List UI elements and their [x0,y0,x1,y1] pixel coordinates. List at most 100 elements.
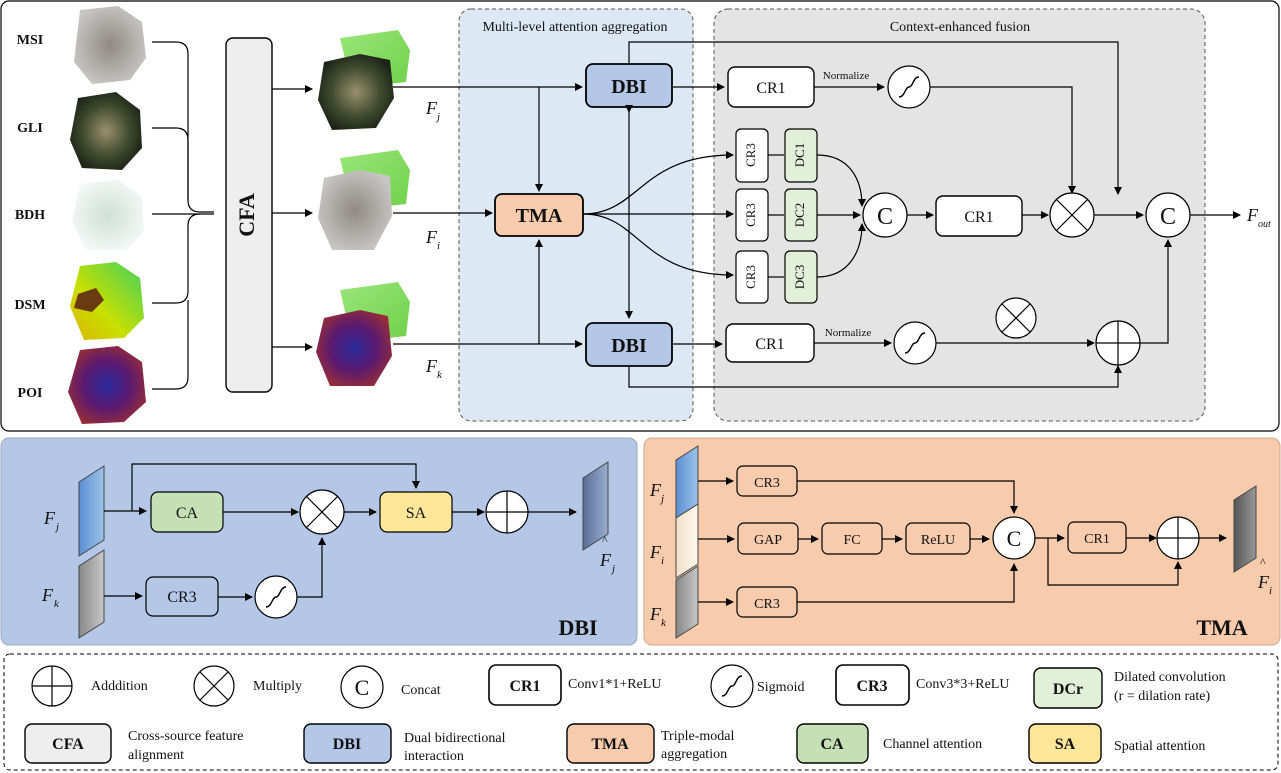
legend-multiply-label: Multiply [253,679,302,694]
legend-tma-key-label: TMA [591,736,629,753]
fi-label: F i [425,227,440,252]
tma-output-bar [1233,485,1257,573]
legend-sigmoid-label: Sigmoid [757,680,804,695]
legend-cr1-key [488,664,562,706]
svg-text:k: k [661,617,667,629]
input-label-poi: POI [18,386,43,401]
svg-text:F: F [649,542,662,562]
legend-addition-icon [31,665,73,707]
gli-image [70,92,142,170]
dc-label-2: DC2 [792,203,807,228]
dbi-output-label: ^ F j [599,533,615,575]
legend-dcr-key-label: DCr [1053,681,1083,698]
concat-1-label: C [877,204,893,230]
tma-cr3-bottom-label: CR3 [754,597,780,612]
fk-label: F k [425,356,443,381]
legend-ca-desc: Channel attention [883,737,982,752]
cef-title: Context-enhanced fusion [890,20,1030,35]
svg-text:j: j [610,563,615,575]
cr3-label-1: CR3 [743,143,758,167]
sigmoid-top-icon [887,65,931,109]
legend-cr1-desc: Conv1*1+ReLU [568,677,661,692]
legend-dcr-desc-1: Dilated convolution [1114,670,1226,685]
legend-dbi-key [303,723,392,764]
dc-label-3: DC3 [792,265,807,290]
brace-gli [152,127,189,200]
legend-cfa-key [24,723,112,764]
legend-sigmoid-icon [710,664,754,708]
tma-panel-title: TMA [1196,615,1247,640]
legend-concat-icon [340,665,384,709]
dbi-line-sigmoid-multiply [297,537,326,598]
svg-text:i: i [1269,585,1272,597]
tma-gap-label: GAP [754,533,782,548]
dbi-panel-title: DBI [558,615,597,640]
svg-text:j: j [435,111,440,123]
line-tma-cr3-1 [582,151,734,215]
legend-cfa-key-label: CFA [52,736,84,753]
svg-text:F: F [1246,205,1259,225]
tma-cr3-top-label: CR3 [754,476,780,491]
normalize-bottom-label: Normalize [825,327,872,339]
normalize-top-label: Normalize [823,70,870,82]
legend-sa-desc: Spatial attention [1114,739,1205,754]
line-add-concat2 [1140,239,1172,344]
legend-multiply-icon [193,665,235,707]
dbi-ca-label: CA [176,505,199,522]
brace-dsm [152,213,201,304]
dbi-sa-label: SA [406,505,427,522]
dbi-panel-fk-bar [78,549,105,639]
legend-cr3-desc: Conv3*3+ReLU [916,677,1009,692]
fj-label: F j [425,98,440,123]
dbi-top-label: DBI [611,76,647,98]
fout-label: F out [1246,205,1271,230]
tma-add-icon [1156,516,1200,560]
tma-panel-fk-bar [675,565,699,639]
concat-2-label: C [1160,204,1176,230]
cr1-mid-block [935,195,1023,237]
tma-label: TMA [516,205,563,227]
tma-cr1-label: CR1 [1084,532,1110,547]
dsm-image-dark-patch [74,288,104,312]
legend-concat-symbol: C [355,675,370,700]
legend-concat-label: Concat [401,683,441,698]
svg-text:F: F [649,604,662,624]
svg-text:k: k [54,598,60,610]
dbi-multiply-icon [299,489,345,535]
brace-poi [152,300,189,390]
fk-feature-image [316,282,410,386]
line-tma-cr3-3 [582,213,734,279]
svg-text:F: F [1257,572,1270,592]
tma-panel-fi-bar [675,503,699,579]
svg-text:^: ^ [602,533,608,547]
multiply-center-icon [1049,192,1095,238]
legend-tma-key [566,723,655,764]
cr3-label-3: CR3 [743,265,758,289]
tma-line-cr3-concat-bottom [797,563,1018,603]
legend-ca-key [796,723,869,764]
svg-text:F: F [43,508,56,528]
line-dc3-concat [816,223,866,278]
tma-line-skip-add [1047,538,1182,586]
cfa-block [225,37,273,393]
tma-output-label: ^ F i [1257,555,1272,597]
svg-text:^: ^ [1260,555,1266,569]
legend-tma-desc-1: Triple-modal [661,729,734,744]
fi-feature-image [318,150,410,250]
poi-image [68,346,146,424]
svg-text:F: F [425,356,438,376]
legend-ca-key-label: CA [820,736,844,753]
legend-cr1-key-label: CR1 [509,678,540,695]
legend-sa-key-label: SA [1055,736,1076,753]
legend-addition-label: Adddition [91,679,148,694]
svg-text:j: j [54,521,59,533]
dbi-panel-fk-label: F k [41,585,60,610]
svg-text:j: j [659,493,664,505]
input-label-dsm: DSM [14,298,45,313]
svg-text:F: F [425,98,438,118]
msi-image [74,6,146,84]
legend-cr3-key-label: CR3 [856,678,887,695]
cr1-bottom-label: CR1 [755,336,784,353]
dbi-sigmoid-icon [254,575,298,619]
